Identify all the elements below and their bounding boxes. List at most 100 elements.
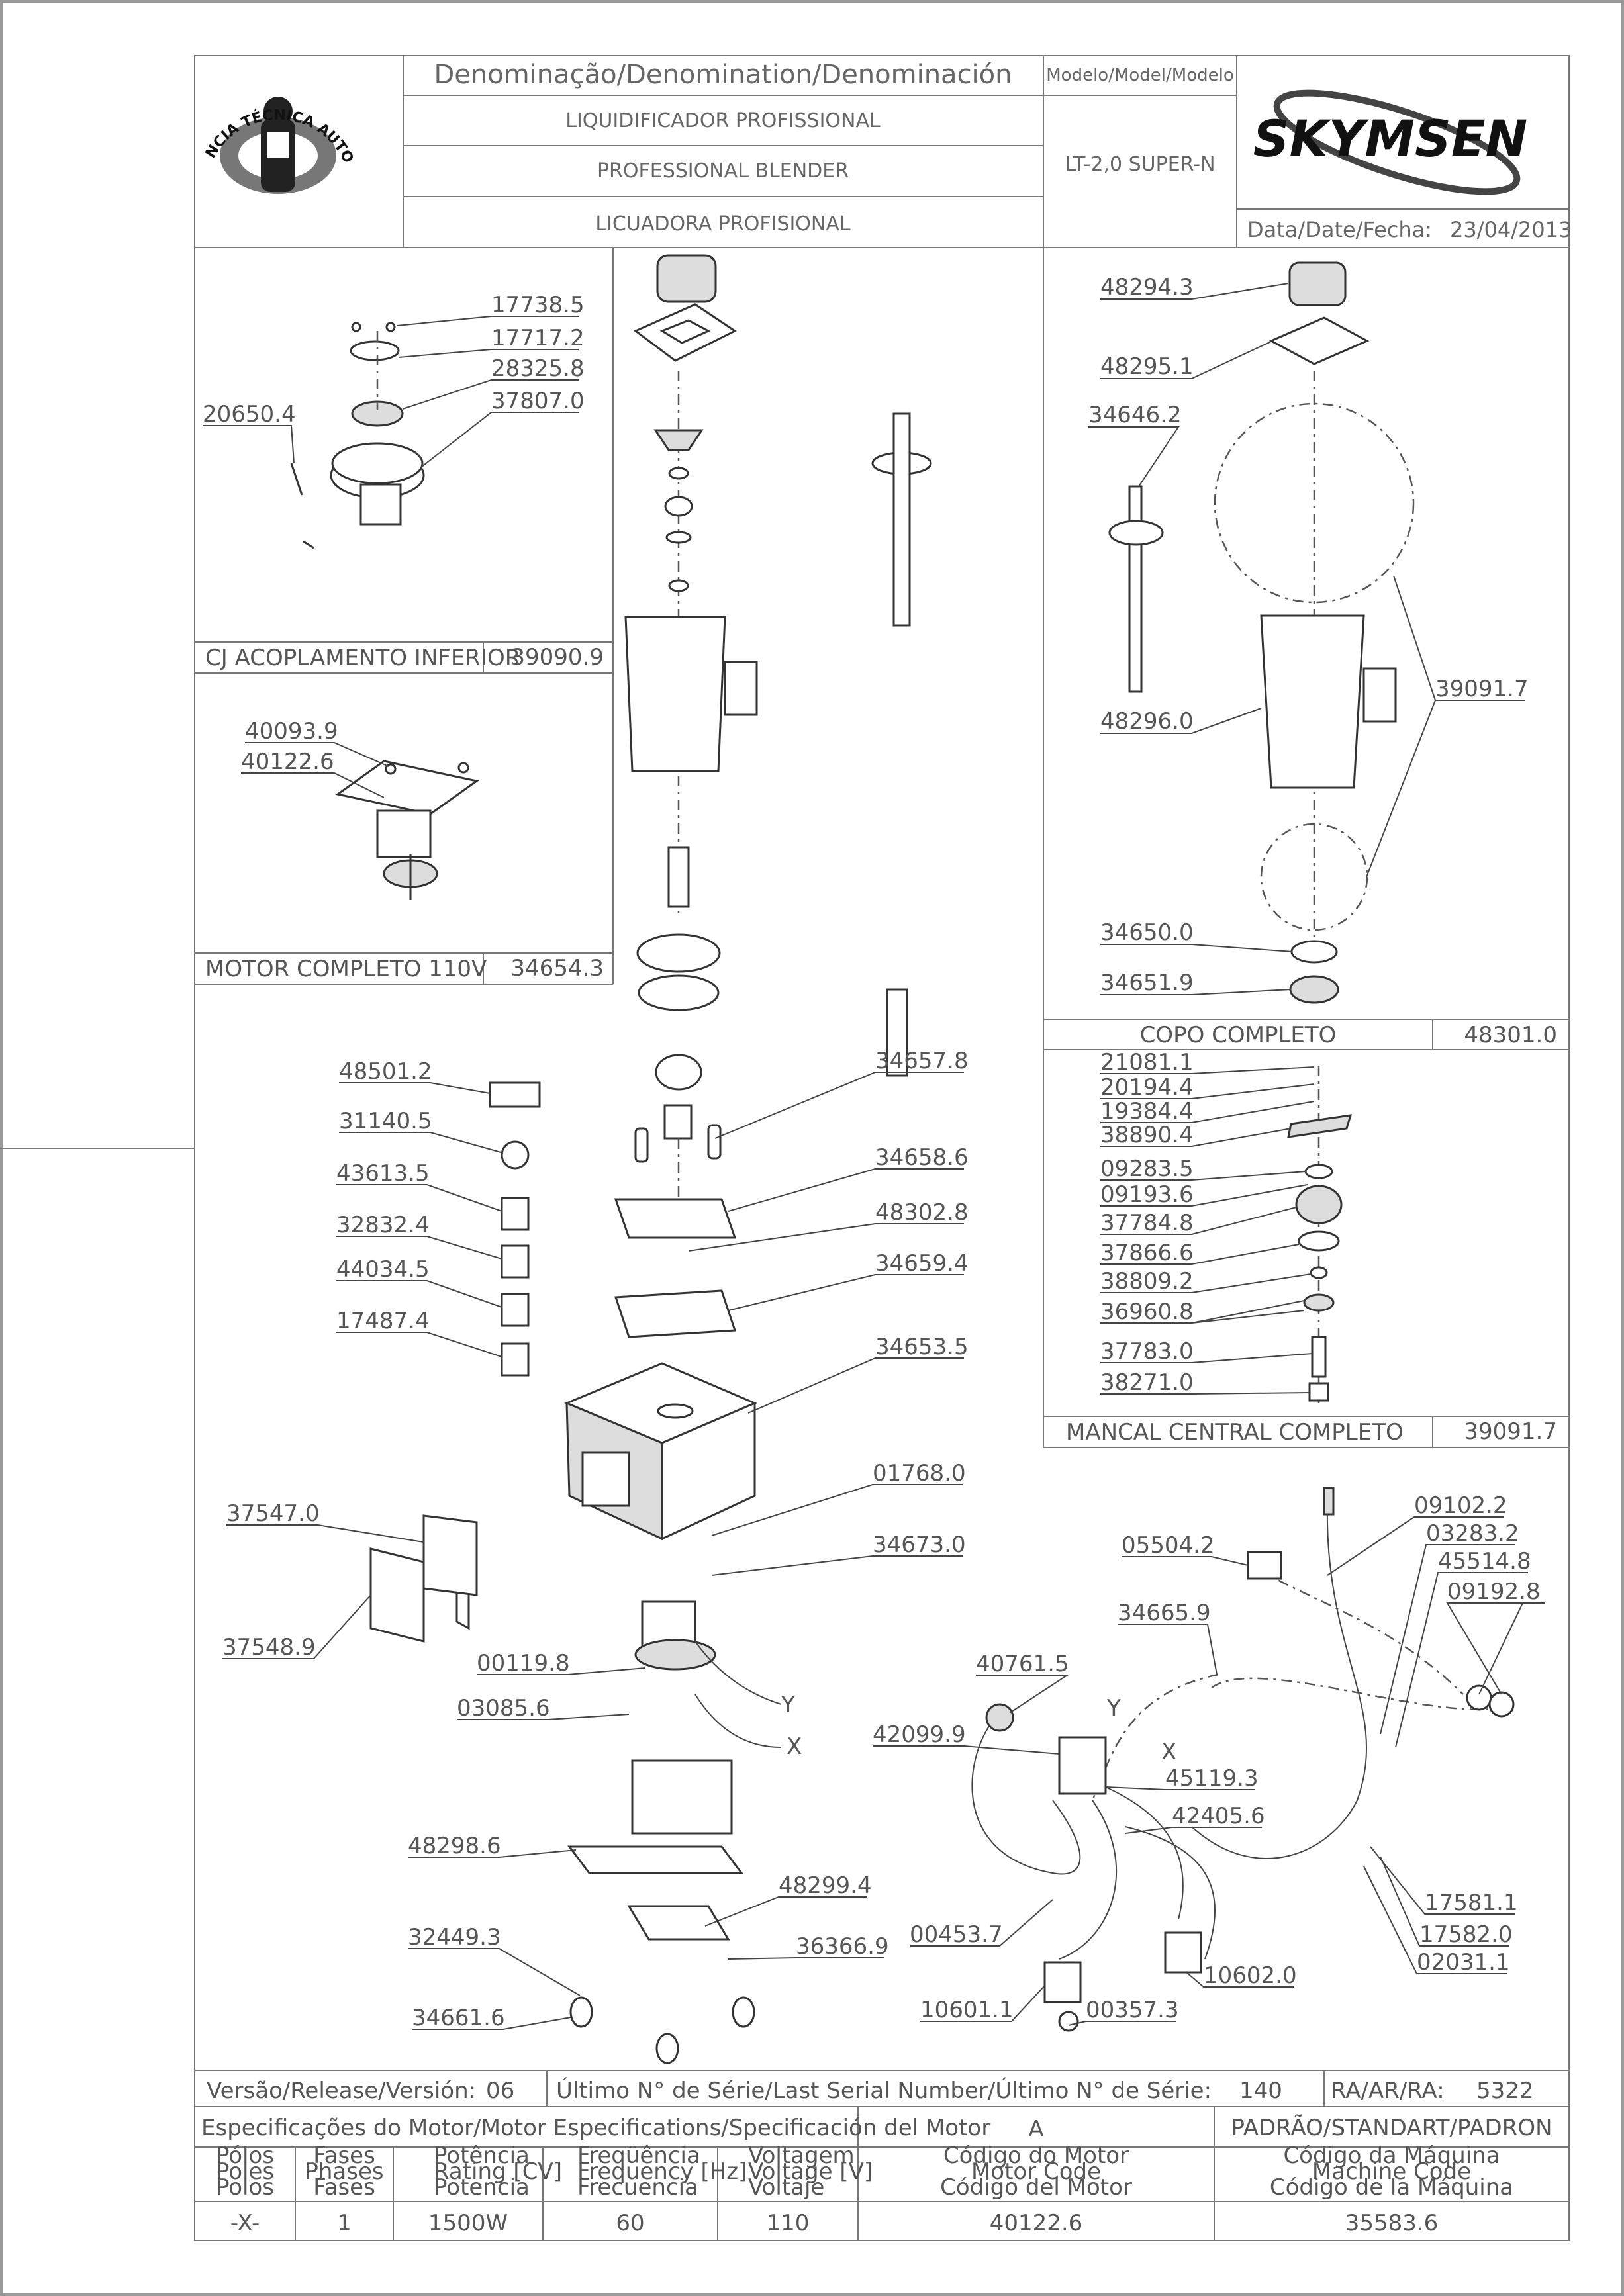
svg-text:19384.4: 19384.4 xyxy=(1100,1098,1194,1125)
svg-text:39091.7: 39091.7 xyxy=(1435,676,1529,702)
svg-text:09283.5: 09283.5 xyxy=(1100,1156,1194,1182)
spec-col-motor-code: Código do Motor Motor Code Código del Mo… xyxy=(940,2142,1132,2236)
svg-text:40093.9: 40093.9 xyxy=(245,718,338,745)
panel-acoplamento-code: 39090.9 xyxy=(510,644,604,670)
mancal-assembly xyxy=(1287,1066,1353,1403)
svg-text:Frecuencia: Frecuencia xyxy=(577,2174,698,2201)
svg-text:Potencia: Potencia xyxy=(434,2174,530,2201)
svg-text:Código del Motor: Código del Motor xyxy=(940,2174,1132,2201)
part-label: 32832.4 xyxy=(336,1212,502,1260)
part-label: 48501.2 xyxy=(339,1058,491,1094)
part-label: 42405.6 xyxy=(1125,1803,1265,1834)
part-label: 38271.0 xyxy=(1100,1369,1310,1396)
part-label: 34673.0 xyxy=(711,1532,966,1576)
svg-text:37784.8: 37784.8 xyxy=(1100,1210,1194,1236)
wire-label-y-harness: Y xyxy=(1106,1695,1121,1722)
svg-text:35583.6: 35583.6 xyxy=(1345,2210,1439,2236)
part-label: 09283.5 xyxy=(1100,1156,1306,1182)
part-label: 10601.1 xyxy=(920,1985,1045,2023)
svg-text:Código de la Máquina: Código de la Máquina xyxy=(1270,2174,1513,2201)
part-label: 32449.3 xyxy=(408,1924,581,1996)
svg-text:40122.6: 40122.6 xyxy=(990,2210,1083,2236)
svg-text:Voltage [V]: Voltage [V] xyxy=(748,2158,873,2185)
svg-text:36960.8: 36960.8 xyxy=(1100,1299,1194,1325)
svg-text:34665.9: 34665.9 xyxy=(1118,1600,1211,1626)
part-label: 37783.0 xyxy=(1100,1338,1313,1365)
svg-text:00357.3: 00357.3 xyxy=(1086,1997,1179,2023)
svg-text:09192.8: 09192.8 xyxy=(1447,1579,1541,1605)
part-label: 34665.9 xyxy=(1118,1600,1218,1675)
part-label: 48296.0 xyxy=(1100,708,1262,735)
panel-mancal-code: 39091.7 xyxy=(1464,1418,1557,1445)
part-label: 09192.8 xyxy=(1446,1579,1545,1695)
svg-text:44034.5: 44034.5 xyxy=(336,1256,430,1283)
svg-text:28325.8: 28325.8 xyxy=(491,355,585,382)
svg-text:48298.6: 48298.6 xyxy=(408,1833,501,1859)
part-label: 17738.5 xyxy=(397,292,585,326)
svg-text:40761.5: 40761.5 xyxy=(976,1651,1069,1677)
part-label: 48298.6 xyxy=(408,1833,577,1859)
svg-text:110: 110 xyxy=(767,2210,810,2236)
part-label: 44034.5 xyxy=(336,1256,502,1308)
part-label: 09102.2 xyxy=(1327,1492,1507,1576)
svg-text:Voltagem: Voltagem xyxy=(748,2142,855,2169)
svg-text:Rating [CV]: Rating [CV] xyxy=(434,2158,562,2185)
part-label: 20650.4 xyxy=(203,401,296,464)
svg-text:-X-: -X- xyxy=(230,2210,260,2236)
svg-text:40122.6: 40122.6 xyxy=(241,749,334,775)
svg-text:36366.9: 36366.9 xyxy=(796,1933,889,1960)
svg-text:Potência: Potência xyxy=(434,2142,530,2169)
panel-copo-label: COPO COMPLETO xyxy=(1140,1022,1337,1048)
svg-text:Machine Code: Machine Code xyxy=(1312,2158,1471,2185)
copo-assembly xyxy=(1108,261,1415,1004)
version-label: Versão/Release/Versión: xyxy=(207,2078,476,2104)
part-label: 34651.9 xyxy=(1100,970,1292,996)
part-label: 39091.7 xyxy=(1366,575,1529,878)
svg-text:05504.2: 05504.2 xyxy=(1122,1532,1215,1559)
part-label: 31140.5 xyxy=(339,1108,504,1154)
serial-label: Último N° de Série/Last Serial Number/Úl… xyxy=(556,2077,1212,2104)
center-exploded-view xyxy=(369,254,932,2064)
part-label: 34650.0 xyxy=(1100,919,1293,952)
svg-text:43613.5: 43613.5 xyxy=(336,1160,430,1187)
svg-text:1500W: 1500W xyxy=(428,2210,508,2236)
svg-text:45119.3: 45119.3 xyxy=(1165,1765,1259,1792)
name-pt: LIQUIDIFICADOR PROFISSIONAL xyxy=(565,109,881,132)
part-label: 34646.2 xyxy=(1088,402,1182,487)
part-label: 34657.8 xyxy=(714,1048,969,1139)
wire-label-x: X xyxy=(787,1733,802,1760)
svg-text:17717.2: 17717.2 xyxy=(491,325,585,351)
spec-col-voltage: Voltagem Voltage [V] Voltaje 110 xyxy=(748,2142,873,2236)
part-label: 02031.1 xyxy=(1363,1866,1510,1976)
date-label: Data/Date/Fecha: xyxy=(1247,217,1432,242)
svg-text:37547.0: 37547.0 xyxy=(226,1500,320,1527)
model-value: LT-2,0 SUPER-N xyxy=(1065,153,1215,176)
svg-text:Frequency [Hz]: Frequency [Hz] xyxy=(577,2158,747,2185)
svg-text:00453.7: 00453.7 xyxy=(910,1921,1003,1948)
part-label: 37866.6 xyxy=(1100,1240,1300,1266)
name-en: PROFESSIONAL BLENDER xyxy=(597,160,849,183)
part-label: 37807.0 xyxy=(420,388,585,468)
part-label: 00357.3 xyxy=(1068,1997,1179,2026)
panel-copo-code: 48301.0 xyxy=(1464,1022,1557,1048)
svg-text:21081.1: 21081.1 xyxy=(1100,1049,1194,1076)
panel-mancal-label: MANCAL CENTRAL COMPLETO xyxy=(1066,1419,1404,1446)
spec-col-machine-code: Código da Máquina Machine Code Código de… xyxy=(1270,2142,1513,2236)
svg-text:38890.4: 38890.4 xyxy=(1100,1122,1194,1148)
svg-text:Phases: Phases xyxy=(305,2158,383,2185)
svg-text:45514.8: 45514.8 xyxy=(1438,1548,1531,1575)
svg-text:34673.0: 34673.0 xyxy=(873,1532,966,1558)
svg-text:60: 60 xyxy=(616,2210,644,2236)
svg-text:17487.4: 17487.4 xyxy=(336,1308,430,1334)
svg-text:48302.8: 48302.8 xyxy=(875,1199,969,1226)
part-label: 03085.6 xyxy=(457,1695,630,1722)
part-label: 45514.8 xyxy=(1395,1548,1531,1748)
svg-text:09102.2: 09102.2 xyxy=(1414,1492,1507,1519)
svg-text:Fases: Fases xyxy=(313,2142,375,2169)
acoplamento-assembly xyxy=(290,322,425,549)
svg-text:20194.4: 20194.4 xyxy=(1100,1074,1194,1101)
svg-text:38271.0: 38271.0 xyxy=(1100,1369,1194,1396)
svg-text:48501.2: 48501.2 xyxy=(339,1058,432,1085)
svg-text:Poles: Poles xyxy=(216,2158,274,2185)
part-label: 09193.6 xyxy=(1100,1181,1308,1208)
